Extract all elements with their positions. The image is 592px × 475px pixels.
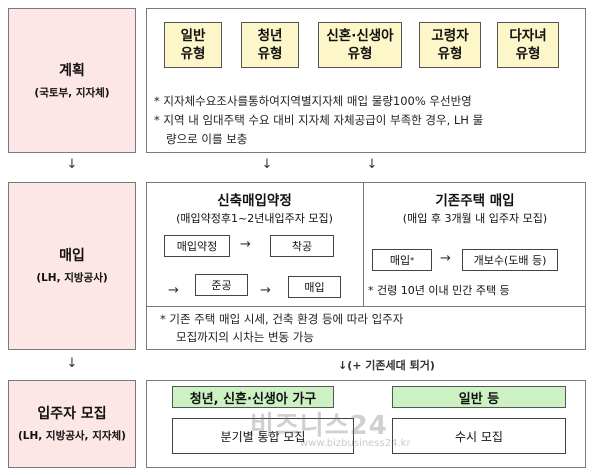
new-step-purchase: 매입: [288, 276, 341, 298]
stage-arrow-1: ↓: [66, 157, 78, 172]
type-youth-line2: 유형: [257, 46, 283, 62]
new-arrow-3: →: [260, 283, 271, 298]
stage-purchase: 매입 (LH, 지방공사): [8, 182, 136, 350]
stage-plan-title: 계획: [59, 62, 85, 79]
existing-step-renovation: 개보수(도배 등): [462, 249, 558, 271]
stage-plan: 계획 (국토부, 지자체): [8, 8, 136, 153]
type-box-youth: 청년 유형: [241, 22, 299, 68]
stage-recruit: 입주자 모집 (LH, 지방공사, 지자체): [8, 380, 136, 468]
stage-recruit-subtitle: (LH, 지방공사, 지자체): [18, 430, 126, 442]
type-box-multichild: 다자녀 유형: [497, 22, 559, 68]
type-box-general: 일반 유형: [164, 22, 222, 68]
new-arrow-1: →: [240, 237, 251, 252]
new-step-contract: 매입약정: [164, 235, 230, 257]
new-subtitle: (매입약정후1~2년내입주자 모집): [176, 212, 333, 225]
existing-footnote: * 건령 10년 이내 민간 주택 등: [368, 284, 510, 297]
type-box-newlywed: 신혼·신생아 유형: [318, 22, 402, 68]
existing-subtitle: (매입 후 3개월 내 입주자 모집): [402, 212, 548, 225]
stage-recruit-title: 입주자 모집: [37, 406, 107, 422]
recruit-method-quarterly: 분기별 통합 모집: [172, 418, 354, 454]
existing-step-purchase-label: 매입: [389, 254, 411, 267]
type-newlywed-line1: 신혼·신생아: [326, 28, 394, 44]
stage-purchase-title: 매입: [59, 248, 85, 264]
new-step-complete: 준공: [195, 274, 248, 296]
type-general-line2: 유형: [180, 46, 206, 62]
type-general-line1: 일반: [180, 28, 206, 44]
type-box-elderly: 고령자 유형: [419, 22, 481, 68]
watermark-logo: 비즈니스24: [250, 411, 388, 441]
new-title: 신축매입약정: [217, 193, 292, 209]
type-multichild-line1: 다자녀: [509, 28, 547, 44]
type-elderly-line1: 고령자: [431, 28, 469, 44]
plan-note-3: 량으로 이를 보충: [166, 132, 248, 146]
recruit-method-anytime: 수시 모집: [392, 418, 566, 454]
plan-note-2: * 지역 내 임대주택 수요 대비 지자체 자체공급이 부족한 경우, LH 물: [154, 113, 484, 127]
purchase-note-2: 모집까지의 시차는 변동 가능: [176, 330, 314, 344]
type-newlywed-line2: 유형: [347, 46, 373, 62]
stage-plan-subtitle: (국토부, 지자체): [34, 86, 110, 99]
new-step-start: 착공: [270, 235, 334, 257]
stage-arrow-2: ↓: [66, 356, 78, 371]
existing-arrow: →: [440, 251, 451, 266]
watermark-url: www.bizbusiness24.kr: [300, 438, 411, 449]
stage-purchase-subtitle: (LH, 지방공사): [36, 272, 108, 284]
type-youth-line1: 청년: [257, 28, 283, 44]
recruit-group-general: 일반 등: [392, 386, 566, 408]
plan-arrow-right: ↓: [366, 157, 378, 172]
recruit-group-youth: 청년, 신혼·신생아 가구: [172, 386, 334, 408]
purchase-arrow-note: ↓(+ 기존세대 퇴거): [338, 359, 435, 372]
existing-title: 기존주택 매입: [435, 193, 515, 209]
plan-arrow-left: ↓: [261, 157, 273, 172]
type-multichild-line2: 유형: [515, 46, 541, 62]
new-arrow-2: →: [168, 283, 179, 298]
purchase-notes-divider: [146, 306, 586, 307]
existing-step-purchase: 매입*: [372, 249, 432, 271]
plan-note-1: * 지자체수요조사를통하여지역별지자체 매입 물량100% 우선반영: [154, 94, 472, 108]
type-elderly-line2: 유형: [437, 46, 463, 62]
purchase-note-1: * 기존 주택 매입 시세, 건축 환경 등에 따라 입주자: [160, 312, 404, 326]
purchase-divider: [363, 182, 364, 306]
existing-step-purchase-mark: *: [410, 255, 415, 265]
